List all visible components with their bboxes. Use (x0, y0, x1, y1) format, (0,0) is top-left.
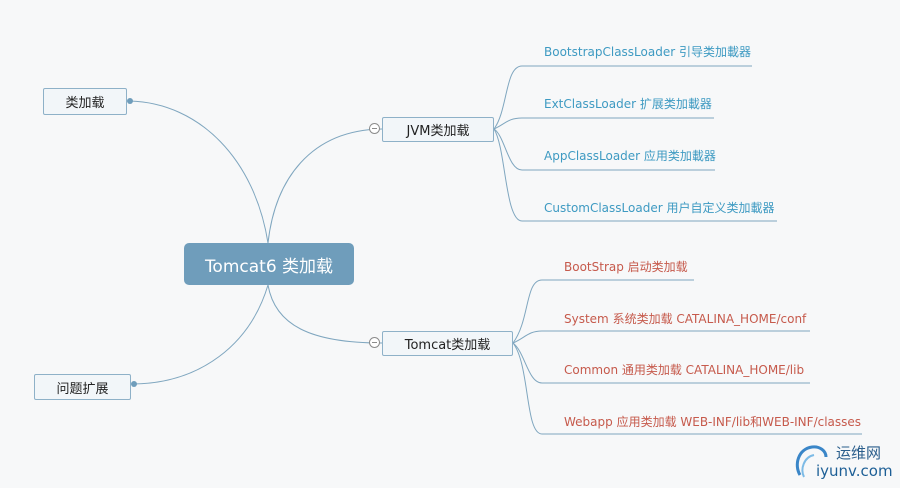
leaf-ext-classloader[interactable]: ExtClassLoader 扩展类加載器 (544, 97, 712, 111)
connector-root-tomcat (267, 284, 383, 344)
connector-jvm-leaf-4 (493, 128, 777, 222)
connector-jvm-leaf-1 (493, 65, 752, 130)
leaf-bootstrap-loader[interactable]: BootStrap 启动类加载 (564, 260, 688, 274)
collapse-toggle-tomcat[interactable] (369, 337, 380, 348)
connector-dot-leiload (127, 98, 133, 104)
branch-topic-class-loading[interactable]: 类加载 (43, 88, 127, 115)
connector-tomcat-leaf-2 (512, 330, 810, 344)
connector-tomcat-leaf-1 (512, 279, 694, 344)
connector-root-leiload (129, 100, 269, 244)
branch-topic-issue-extension[interactable]: 问题扩展 (34, 374, 131, 400)
leaf-common-loader[interactable]: Common 通用类加载 CATALINA_HOME/lib (564, 363, 805, 377)
leaf-system-loader[interactable]: System 系统类加载 CATALINA_HOME/conf (564, 312, 807, 326)
leaf-webapp-loader[interactable]: Webapp 应用类加载 WEB-INF/lib和WEB-INF/classes (564, 415, 862, 429)
branch-topic-jvm[interactable]: JVM类加载 (382, 117, 494, 142)
leaf-app-classloader[interactable]: AppClassLoader 应用类加載器 (544, 149, 716, 163)
watermark-logo: 运维网 iyunv.com (792, 441, 894, 481)
branch-topic-tomcat[interactable]: Tomcat类加载 (382, 331, 513, 356)
watermark-text-domain: iyunv.com (816, 462, 893, 480)
watermark-swirl-icon (795, 445, 828, 478)
watermark-text-cn: 运维网 (836, 444, 882, 462)
connector-jvm-leaf-2 (493, 117, 714, 130)
connector-root-jvm (267, 128, 383, 244)
connector-tomcat-leaf-3 (512, 342, 810, 384)
connector-tomcat-leaf-4 (512, 342, 862, 435)
connector-root-issue (133, 284, 269, 385)
leaf-custom-classloader[interactable]: CustomClassLoader 用户自定义类加載器 (544, 201, 775, 215)
connector-dot-issue (131, 381, 137, 387)
collapse-toggle-jvm[interactable] (369, 123, 380, 134)
connector-jvm-leaf-3 (493, 128, 715, 171)
root-topic[interactable]: Tomcat6 类加载 (184, 243, 354, 285)
leaf-bootstrap-classloader[interactable]: BootstrapClassLoader 引导类加載器 (544, 45, 751, 59)
